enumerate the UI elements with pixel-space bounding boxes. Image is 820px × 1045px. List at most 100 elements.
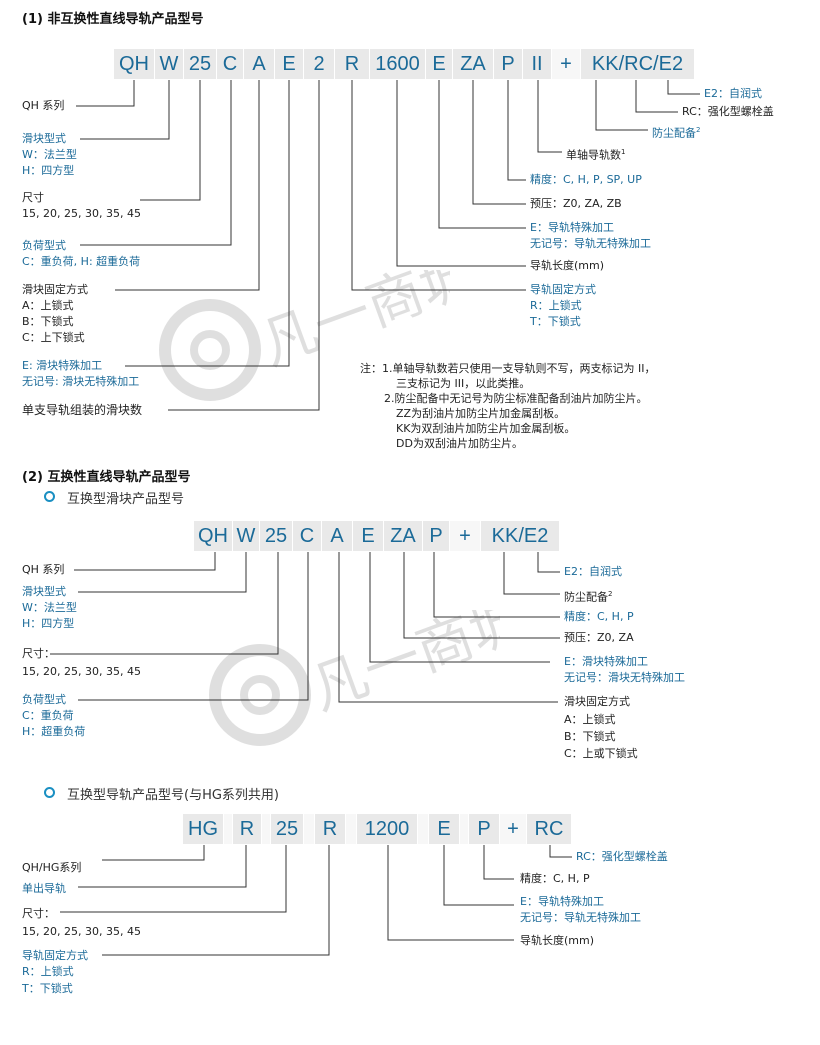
label-size: 尺寸： <box>22 907 55 920</box>
code-r: R <box>335 49 369 79</box>
code-plus: + <box>500 814 526 844</box>
code-e: E <box>275 49 303 79</box>
code-ii: II <box>523 49 551 79</box>
label-slider-type: 滑块型式 <box>22 585 66 598</box>
label-rail-t: T：下锁式 <box>22 982 73 995</box>
label-h-square: H：四方型 <box>22 617 75 630</box>
label-rc: RC：强化型螺栓盖 <box>682 105 774 118</box>
code-r: R <box>233 814 261 844</box>
label-e-rail: E：导轨特殊加工 <box>530 221 614 234</box>
label-fix-method: 滑块固定方式 <box>564 695 630 708</box>
label-qh-series: QH 系列 <box>22 563 65 576</box>
label-load-type: 负荷型式 <box>22 693 66 706</box>
code-za: ZA <box>384 521 422 551</box>
section1-title: (1) 非互换性直线导轨产品型号 <box>22 12 204 27</box>
code-1600: 1600 <box>370 49 425 79</box>
code-w: W <box>155 49 183 79</box>
label-e2: E2：自润式 <box>564 565 622 578</box>
code-gap <box>346 814 356 844</box>
label-w-flange: W：法兰型 <box>22 601 77 614</box>
label-load-h: H：超重负荷 <box>22 725 86 738</box>
code-plus: + <box>450 521 480 551</box>
code-c: C <box>293 521 321 551</box>
note-line-2: 三支标记为 III，以此类推。 <box>396 377 531 390</box>
code-gap <box>262 814 270 844</box>
code-25: 25 <box>184 49 216 79</box>
code-gap <box>460 814 468 844</box>
label-fix-c: C：上下锁式 <box>22 331 85 344</box>
code-p: P <box>469 814 499 844</box>
label-preload: 预压：Z0, ZA, ZB <box>530 197 622 210</box>
code-e: E <box>429 814 459 844</box>
label-e-block-none: 无记号：滑块无特殊加工 <box>564 671 685 684</box>
code-2: 2 <box>304 49 334 79</box>
note-line-1: 注：1.单轴导轨数若只使用一支导轨则不写，两支标记为 II， <box>360 362 656 375</box>
label-dust: 防尘配备2 <box>564 590 613 604</box>
code-p: P <box>423 521 449 551</box>
label-slider-type: 滑块型式 <box>22 132 66 145</box>
section2-title: (2) 互换性直线导轨产品型号 <box>22 470 191 485</box>
model-code-strip-3: HG R 25 R 1200 E P + RC <box>183 814 573 844</box>
label-fix-b: B：下锁式 <box>564 730 616 743</box>
label-preload: 预压：Z0, ZA <box>564 631 634 644</box>
code-gap <box>304 814 314 844</box>
subsection-rail-model: 互换型导轨产品型号(与HG系列共用) <box>44 784 279 803</box>
code-p: P <box>494 49 522 79</box>
label-size-list: 15, 20, 25, 30, 35, 45 <box>22 207 141 220</box>
code-rc: RC <box>527 814 571 844</box>
label-load-type: 负荷型式 <box>22 239 66 252</box>
label-fix-c: C：上或下锁式 <box>564 747 638 760</box>
label-size: 尺寸 <box>22 191 44 204</box>
label-size-list: 15, 20, 25, 30, 35, 45 <box>22 925 141 938</box>
label-single-rail: 单出导轨 <box>22 882 66 895</box>
label-rail-length: 导轨长度(mm) <box>520 934 595 947</box>
note-line-3: 2.防尘配备中无记号为防尘标准配备刮油片加防尘片。 <box>384 392 648 405</box>
code-gap <box>418 814 428 844</box>
label-rail-r: R：上锁式 <box>530 299 582 312</box>
label-e-special: E: 滑块特殊加工 <box>22 359 103 372</box>
code-25: 25 <box>260 521 292 551</box>
code-plus: + <box>552 49 580 79</box>
label-rail-r: R：上锁式 <box>22 965 74 978</box>
code-w: W <box>233 521 259 551</box>
bullet-icon <box>44 787 55 798</box>
label-fix-method: 滑块固定方式 <box>22 283 88 296</box>
bullet-icon <box>44 491 55 502</box>
label-precision: 精度：C, H, P <box>520 872 590 885</box>
code-qh: QH <box>114 49 154 79</box>
label-size-list: 15, 20, 25, 30, 35, 45 <box>22 665 141 678</box>
code-hg: HG <box>183 814 223 844</box>
code-kk-rc-e2: KK/RC/E2 <box>581 49 694 79</box>
code-e: E <box>353 521 383 551</box>
label-e-block: E：滑块特殊加工 <box>564 655 648 668</box>
code-kk-e2: KK/E2 <box>481 521 559 551</box>
label-rail-fix: 导轨固定方式 <box>22 949 88 962</box>
label-size: 尺寸： <box>22 647 55 660</box>
label-fix-a: A：上锁式 <box>564 713 616 726</box>
label-qh-series: QH 系列 <box>22 99 65 112</box>
code-qh: QH <box>194 521 232 551</box>
label-rc: RC：强化型螺栓盖 <box>576 850 668 863</box>
code-a: A <box>322 521 352 551</box>
label-rail-t: T：下锁式 <box>530 315 581 328</box>
label-precision: 精度：C, H, P <box>564 610 634 623</box>
label-dust: 防尘配备2 <box>652 126 701 140</box>
label-e-rail-none: 无记号：导轨无特殊加工 <box>530 237 651 250</box>
code-r-fix: R <box>315 814 345 844</box>
note-line-4: ZZ为刮油片加防尘片加金属刮板。 <box>396 407 566 420</box>
label-fix-a: A：上锁式 <box>22 299 74 312</box>
label-block-count: 单支导轨组装的滑块数 <box>22 403 143 417</box>
label-load-options: C：重负荷, H: 超重负荷 <box>22 255 141 268</box>
label-rail-length: 导轨长度(mm) <box>530 259 605 272</box>
code-c: C <box>217 49 243 79</box>
label-w-flange: W：法兰型 <box>22 148 77 161</box>
label-fix-b: B：下锁式 <box>22 315 74 328</box>
label-h-square: H：四方型 <box>22 164 75 177</box>
code-za: ZA <box>453 49 493 79</box>
label-precision: 精度：C, H, P, SP, UP <box>530 173 642 186</box>
note-line-5: KK为双刮油片加防尘片加金属刮板。 <box>396 422 576 435</box>
label-e-rail-none: 无记号：导轨无特殊加工 <box>520 911 641 924</box>
